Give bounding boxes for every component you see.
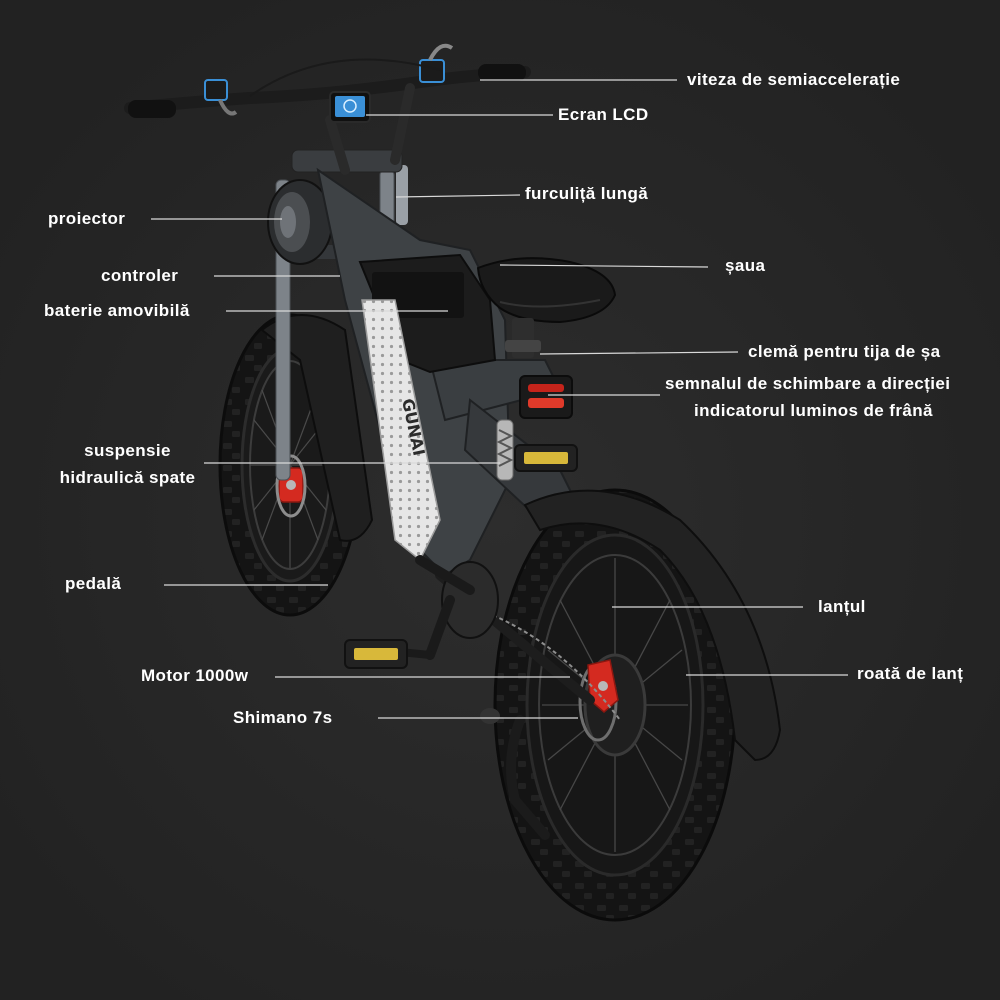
leader-seatclamp bbox=[539, 351, 739, 355]
pedal-icon bbox=[344, 639, 408, 669]
lcd-display-icon bbox=[329, 91, 371, 123]
leader-fork bbox=[395, 194, 521, 198]
pedal-icon bbox=[514, 444, 578, 472]
battery-pack: GUNAI bbox=[358, 253, 497, 562]
brake-caliper-icon bbox=[587, 659, 619, 713]
saddle bbox=[476, 257, 617, 358]
rear-shock bbox=[496, 419, 514, 481]
kickstand bbox=[480, 708, 550, 840]
rear-wheel bbox=[493, 488, 782, 922]
leader-lines bbox=[151, 79, 848, 719]
leader-saddle bbox=[499, 264, 709, 268]
rear-lights bbox=[519, 375, 573, 419]
